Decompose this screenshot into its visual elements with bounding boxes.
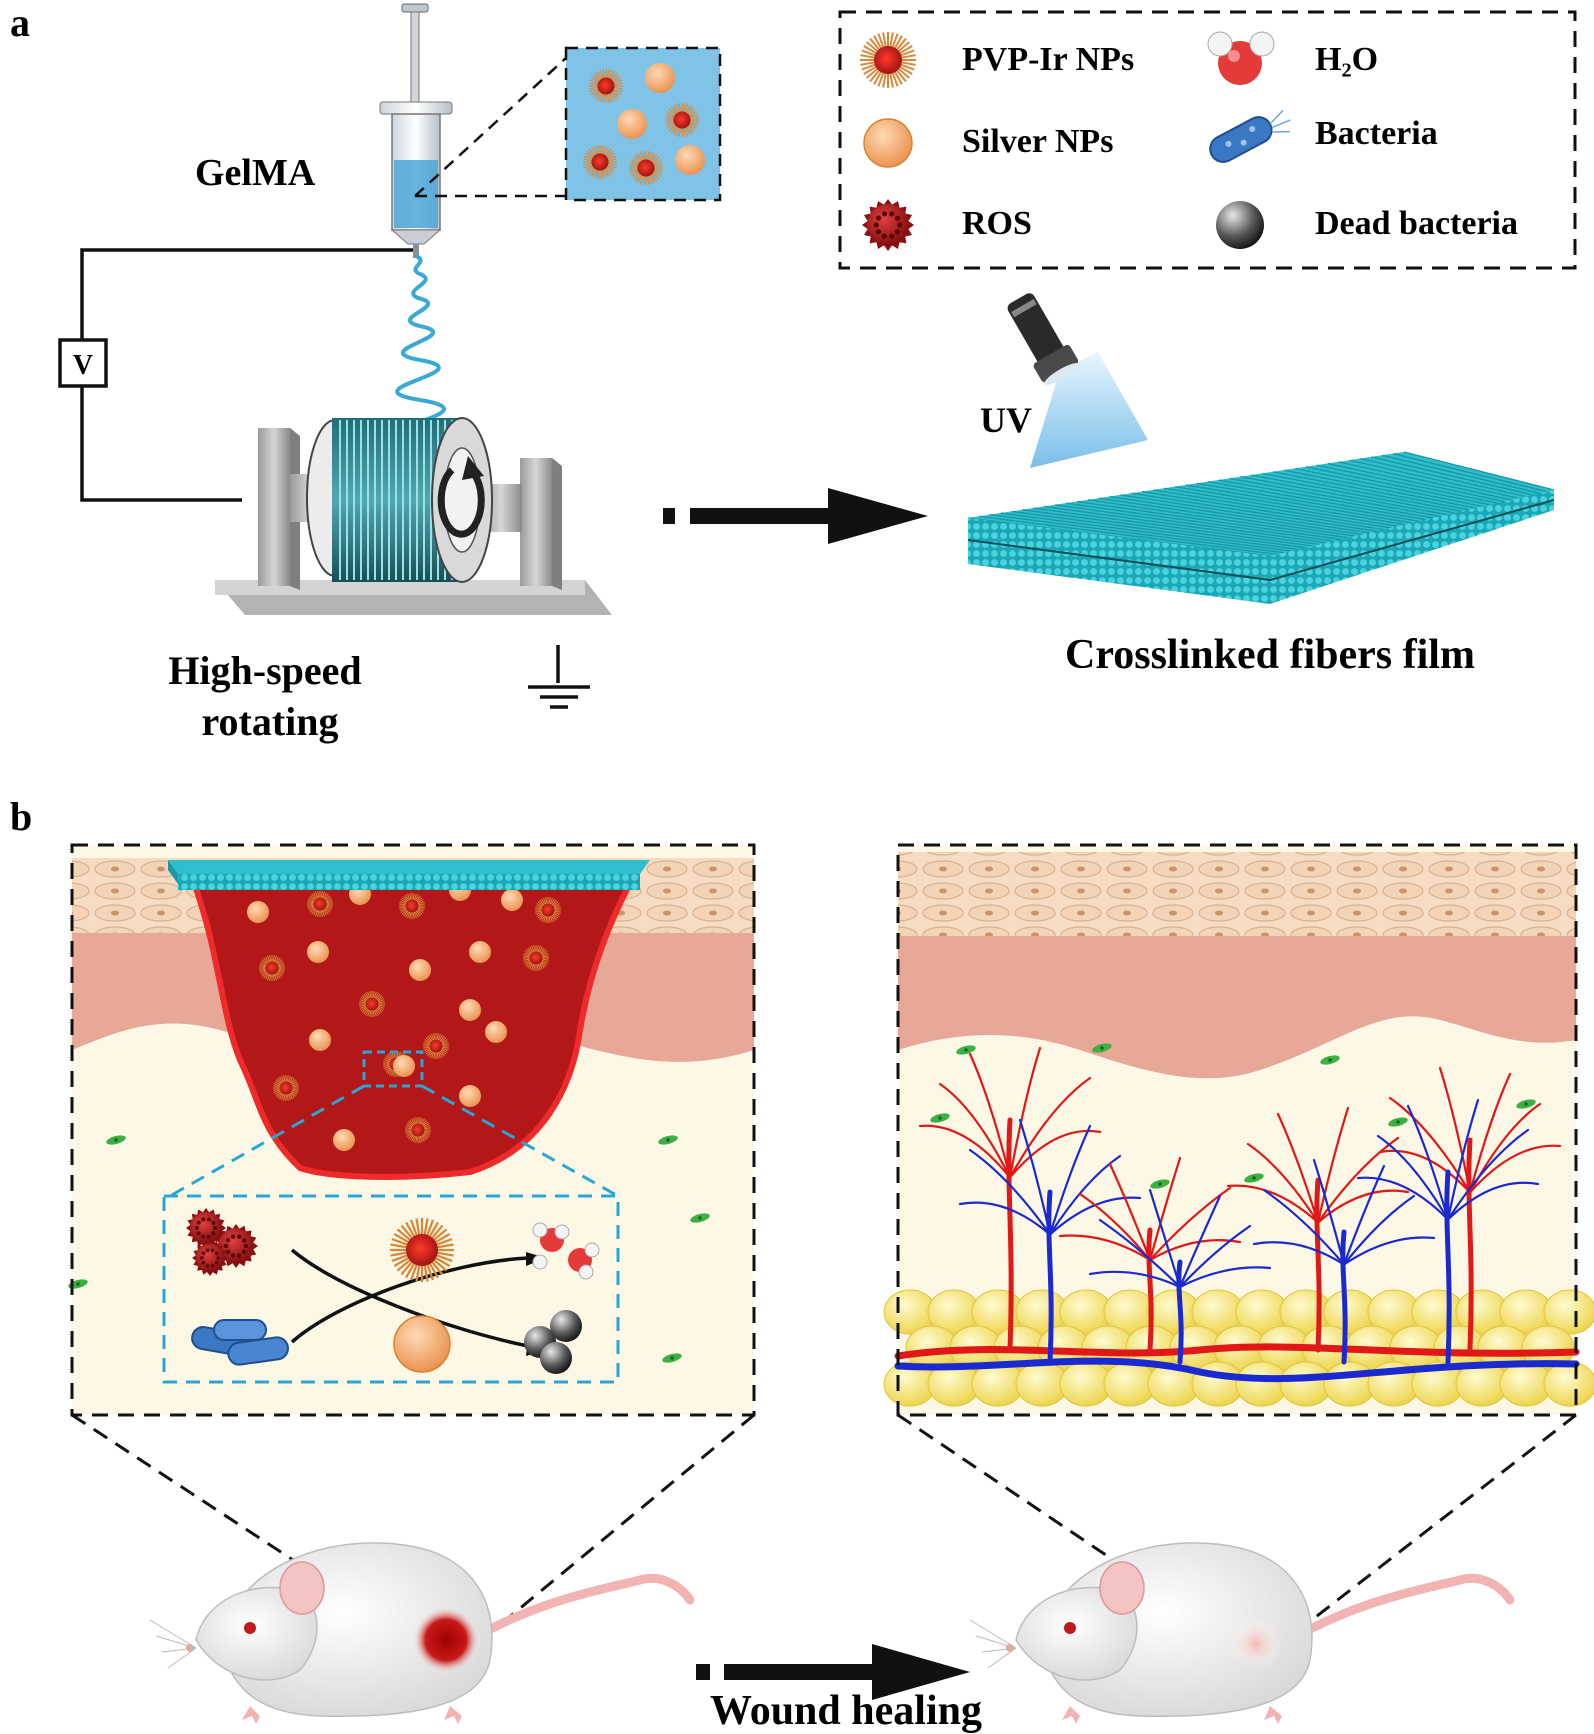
legend-label-bacteria: Bacteria [1315, 115, 1438, 152]
uv-flashlight [1007, 293, 1148, 468]
ground-symbol [528, 685, 590, 709]
dead-bacterium-icon [1216, 201, 1264, 249]
silver-nanoparticle-icon [863, 118, 913, 168]
process-arrow-b [696, 1644, 970, 1700]
mouse-healed [969, 1542, 1515, 1724]
pvp-ir-nanoparticle-icon [860, 32, 916, 88]
panel-a: a V GelMA [10, 0, 1555, 744]
collector-label-line1: High-speed [168, 648, 361, 693]
legend-label-water: H₂O [1315, 41, 1378, 78]
electrospinning-jet [390, 254, 447, 446]
voltage-label: V [73, 350, 93, 381]
wound-spot [412, 1606, 480, 1674]
reaction-scheme [186, 1208, 600, 1374]
panel-a-label: a [10, 0, 30, 45]
panel-b: b [10, 794, 1594, 1734]
dead-bacteria-cluster-icon [524, 1310, 582, 1374]
legend: PVP-Ir NPs Silver NPs ROS H₂O Bacteria D… [838, 10, 1577, 270]
wound-bed [185, 869, 642, 1180]
rod-bacterium-icon [1209, 109, 1291, 163]
legend-box [838, 10, 1577, 270]
voltage-source-box [58, 338, 108, 388]
legend-label-pvp-ir: PVP-Ir NPs [962, 41, 1134, 78]
syringe [379, 3, 453, 258]
bacteria-cluster-icon [191, 1319, 289, 1366]
water-molecule-icon [1207, 31, 1275, 85]
healed-spot [1230, 1618, 1282, 1670]
film-label: Crosslinked fibers film [1065, 632, 1475, 678]
legend-label-silver: Silver NPs [962, 123, 1113, 160]
ros-spiky-sphere-icon [862, 199, 914, 251]
wound-tissue-panel [68, 843, 756, 1417]
rotating-collector [215, 417, 612, 615]
circuit-wires [80, 248, 560, 683]
silver-catalyst-icon [393, 1315, 451, 1373]
process-arrow-a [663, 488, 928, 544]
collector-label-line2: rotating [201, 699, 338, 744]
crosslinked-fiber-film [967, 451, 1555, 604]
panel-b-label: b [10, 794, 32, 839]
healed-tissue-panel [883, 843, 1594, 1417]
wound-healing-label: Wound healing [710, 1688, 982, 1734]
uv-label: UV [980, 400, 1032, 440]
mouse-wounded [149, 1542, 695, 1724]
water-molecules-icon [532, 1222, 600, 1280]
legend-label-ros: ROS [962, 205, 1032, 242]
legend-label-dead-bacteria: Dead bacteria [1315, 205, 1518, 242]
gelma-label: GelMA [195, 152, 316, 194]
solution-inset [414, 46, 722, 202]
